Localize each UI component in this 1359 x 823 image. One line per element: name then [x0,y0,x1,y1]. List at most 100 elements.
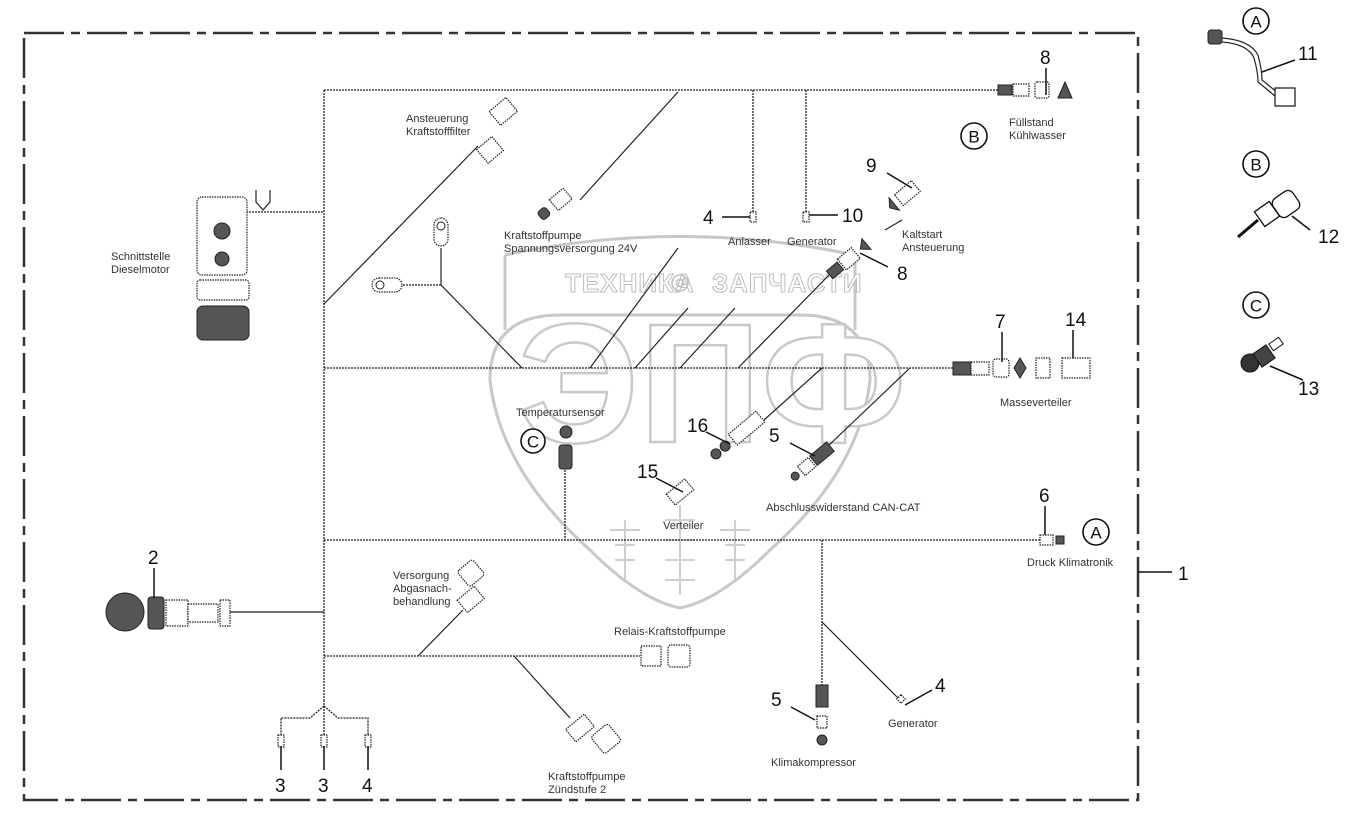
svg-text:C: C [1250,297,1262,316]
leader-16 [705,431,731,445]
callout-9: 9 [866,156,877,177]
terminal-4[interactable] [364,734,372,748]
abgas-connector[interactable] [443,559,497,614]
label-druck-klimatronik: Druck Klimatronik [1027,557,1114,569]
generator-bottom-terminal[interactable] [895,693,907,705]
callout-16: 16 [687,416,708,437]
leader-9 [886,172,913,189]
label-kraftstofffilter-1: Ansteuerung [406,113,468,125]
detail-b-coolant-sensor-icon[interactable] [1237,188,1302,239]
verteiler-plug[interactable] [665,478,695,506]
component-labels: Schnittstelle Dieselmotor Ansteuerung Kr… [111,113,1114,796]
harness-frame [22,31,1140,802]
label-schnittstelle-2: Dieselmotor [111,264,170,276]
callout-5-klima: 5 [771,690,782,711]
label-relais: Relais-Kraftstoffpumpe [614,626,726,638]
detail-a-pressure-switch-icon[interactable] [1207,29,1296,107]
generator-terminal[interactable] [802,211,810,223]
diag-branch-a [634,307,689,369]
klimakompressor-connector[interactable] [815,684,829,746]
leader-13 [1269,365,1304,381]
relais-kraftstoffpumpe-connector[interactable] [640,644,691,668]
ref-marker-b-diagram[interactable]: B [960,122,988,150]
ground-terminal-3a[interactable] [277,734,285,748]
terminal-left-wire [280,705,325,735]
wiring-harness [222,89,1040,742]
callout-3a: 3 [275,776,286,797]
temperatursensor-connector[interactable] [558,425,573,470]
leader-12 [1291,215,1311,231]
svg-text:A: A [1250,13,1262,32]
kraftstoffpumpe-24v-connector[interactable] [536,187,574,222]
ref-marker-a-detail[interactable]: A [1242,7,1270,35]
callout-1: 1 [1178,564,1189,585]
druck-klimatronik-connector[interactable] [1039,534,1065,546]
generator-bottom-branch [821,621,901,701]
ring-terminal-horizontal[interactable] [371,277,403,293]
kraftstoffpumpe-24v-wire [579,91,679,201]
detail-c-temperature-sensor-icon[interactable] [1240,336,1284,373]
watermark-emblem-text: ЭПФ [518,289,906,479]
diag-branch-b [679,307,736,369]
leader-11 [1261,59,1296,73]
callout-10: 10 [842,206,863,227]
label-schnittstelle-1: Schnittstelle [111,251,170,263]
callout-5-can: 5 [769,426,780,447]
label-generator-top: Generator [787,236,837,248]
masseverteiler-connector[interactable] [952,357,1091,379]
callout-12: 12 [1318,227,1339,248]
svg-text:C: C [527,433,539,452]
label-abschlusswiderstand: Abschlusswiderstand CAN-CAT [766,502,921,514]
label-kaltstart-1: Kaltstart [902,229,942,241]
label-anlasser: Anlasser [728,236,771,248]
leader-4-generator [904,689,933,706]
kaltstart-connector[interactable] [885,179,922,214]
dieselmotor-interface-connector[interactable] [196,190,271,341]
fuellstand-connector[interactable] [997,80,1073,99]
round-connector-2[interactable] [105,592,231,632]
leader-lines [153,59,1311,770]
ground-terminal-3b[interactable] [320,734,328,748]
callout-2: 2 [148,548,159,569]
callout-11: 11 [1298,44,1318,65]
label-masseverteiler: Masseverteiler [1000,397,1072,409]
leader-5-klima [790,706,816,721]
label-abgas-2: Abgasnach- [393,583,452,595]
ref-marker-b-detail[interactable]: B [1242,150,1270,178]
gear-icon [671,274,689,292]
abschlusswiderstand-connector[interactable] [788,441,835,483]
label-fuellstand-2: Kühlwasser [1009,130,1066,142]
label-kaltstart-2: Ansteuerung [902,242,964,254]
verteiler-branch [763,367,823,421]
watermark-shield [488,313,872,610]
ref-marker-a-diagram[interactable]: A [1082,518,1110,546]
label-zuendstufe-1: Kraftstoffpumpe [548,771,625,783]
leader-8-mid [859,252,889,268]
kraftstofffilter-connector[interactable] [463,96,531,165]
leader-15 [655,477,684,493]
watermark-badge-top [504,235,857,330]
callout-4-generator: 4 [935,676,946,697]
label-verteiler: Verteiler [663,520,704,532]
ring-terminal-vertical[interactable] [433,217,449,247]
label-abgas-1: Versorgung [393,570,449,582]
zuendstufe-connector[interactable] [564,706,622,763]
ref-marker-c-diagram[interactable]: C [520,428,546,454]
callout-4-anlasser: 4 [703,208,714,229]
callout-13: 13 [1298,379,1319,400]
verteiler-connector[interactable] [708,410,766,462]
label-temperatursensor: Temperatursensor [516,407,605,419]
label-abgas-3: behandlung [393,596,451,608]
callout-6: 6 [1039,486,1050,507]
anlasser-terminal[interactable] [749,211,757,223]
abgas-branch [417,609,464,657]
label-zuendstufe-2: Zündstufe 2 [548,784,606,796]
label-pumpe24v-1: Kraftstoffpumpe [504,230,581,242]
zuendstufe-branch [513,655,571,719]
ref-marker-c-detail[interactable]: C [1242,291,1270,319]
kaltstart-plug[interactable] [825,237,873,281]
components [105,80,1091,763]
label-klimakompressor: Klimakompressor [771,757,856,769]
pump-24v-branch [589,247,679,369]
detail-parts [1207,29,1302,373]
